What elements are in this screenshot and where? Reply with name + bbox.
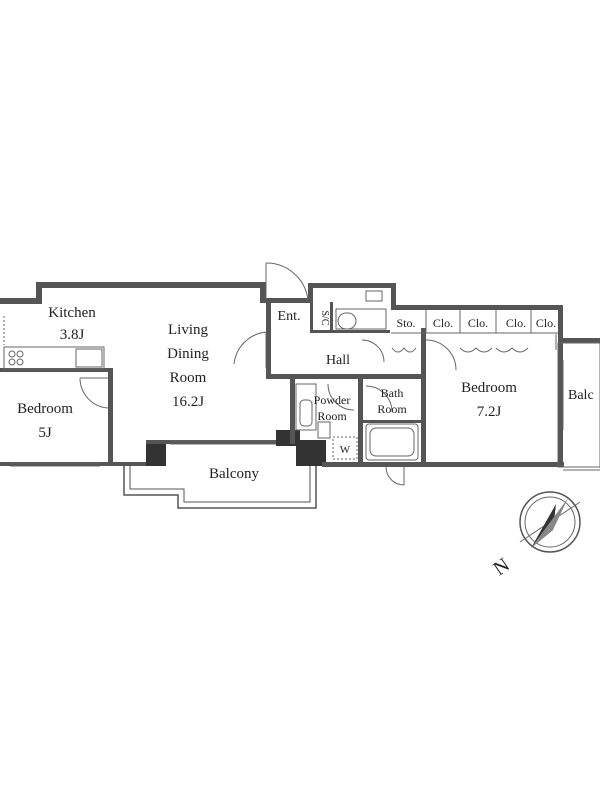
kitchen-size: 3.8J: [60, 327, 85, 343]
compass: N: [489, 491, 581, 580]
windows: [10, 360, 564, 467]
closet-dividers: [391, 310, 558, 334]
bedroom-right-size: 7.2J: [477, 404, 502, 420]
kitchen-label: Kitchen: [48, 305, 96, 321]
outer-walls: [0, 282, 600, 467]
storage-label: Sto.: [396, 316, 415, 330]
balcony-label: Balcony: [209, 466, 259, 482]
compass-north-label: N: [489, 554, 513, 580]
bedroom-right-label: Bedroom: [461, 380, 517, 396]
bedroom-left-label: Bedroom: [17, 401, 73, 417]
living-label-1: Living: [168, 322, 208, 338]
balcony-outline: [123, 342, 600, 509]
closet-label-2: Clo.: [468, 316, 488, 330]
living-label-3: Room: [170, 370, 207, 386]
washer-label: W: [340, 444, 351, 456]
living-size: 16.2J: [172, 394, 204, 410]
bath-label-1: Bath: [381, 386, 404, 400]
closet-label-1: Clo.: [433, 316, 453, 330]
hall-label: Hall: [326, 353, 350, 368]
toilet: [335, 290, 387, 330]
kitchen-counter: [3, 316, 105, 370]
bath-fixtures: [295, 383, 419, 461]
powder-label-2: Room: [317, 409, 347, 423]
closet-label-4: Clo.: [536, 316, 556, 330]
living-label-2: Dining: [167, 346, 209, 362]
closet-label-3: Clo.: [506, 316, 526, 330]
shoe-closet-label: S/C: [319, 310, 330, 325]
bedroom-left-size: 5J: [38, 425, 52, 441]
balcony-right-label: Balc: [568, 388, 594, 403]
entrance-label: Ent.: [278, 309, 301, 324]
room-labels: Kitchen 3.8J Living Dining Room 16.2J Be…: [17, 305, 594, 482]
powder-label-1: Powder: [314, 393, 351, 407]
bath-label-2: Room: [377, 402, 407, 416]
compass-needle-icon: [531, 504, 556, 548]
doors: [79, 262, 557, 486]
